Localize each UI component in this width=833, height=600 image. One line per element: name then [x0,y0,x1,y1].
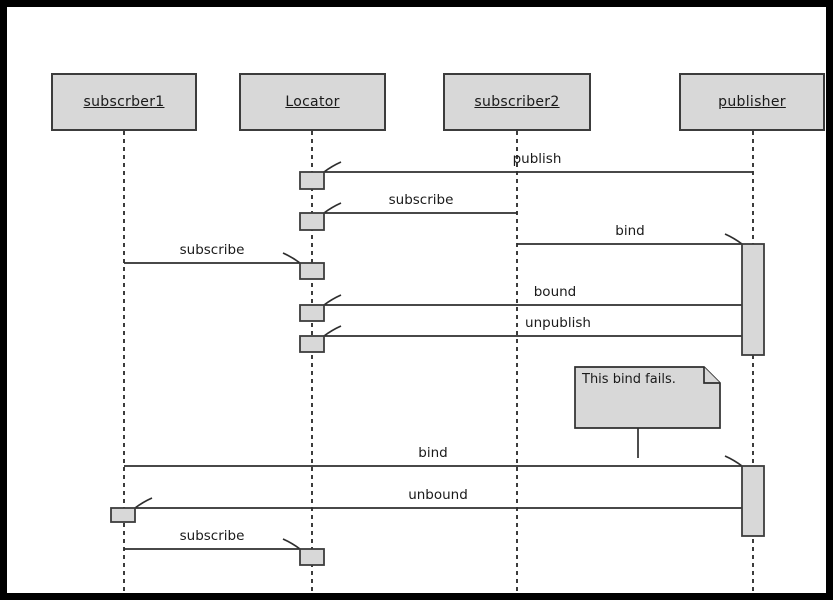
participant-subscrber1: subscrber1 [51,73,197,131]
participant-name: Locator [285,94,340,110]
participant-publisher: publisher [679,73,825,131]
message-label-unpublish: unpublish [525,315,591,331]
arrowhead-subscribe-s1-icon [282,252,301,264]
message-label-bound: bound [533,284,577,300]
arrowhead-bound-icon [323,294,342,306]
note-fold-icon [703,367,720,384]
activation-subscrber1 [110,507,136,523]
activation-locator-4 [299,304,325,322]
arrowhead-bind-s2-icon [724,233,743,245]
participant-name: publisher [718,94,786,110]
activation-locator-3 [299,262,325,280]
participant-name: subscrber1 [83,94,165,110]
activation-locator-2 [299,212,325,231]
arrowhead-subscribe-s2-icon [323,202,342,214]
message-label-bind-s2: bind [615,223,645,239]
message-label-publish: publish [512,151,562,167]
activation-locator-6 [299,548,325,566]
message-label-subscribe-s1-bottom: subscribe [179,528,245,544]
message-label-subscribe-s2: subscribe [388,192,454,208]
participant-subscriber2: subscriber2 [443,73,591,131]
activation-locator-1 [299,171,325,190]
message-label-unbound: unbound [408,487,468,503]
participant-name: subscriber2 [474,94,560,110]
arrowhead-subscribe-s1-bottom-icon [282,538,301,550]
participant-locator: Locator [239,73,386,131]
message-label-subscribe-s1: subscribe [179,242,245,258]
activation-publisher-1 [741,243,765,356]
message-label-bind-s1: bind [418,445,448,461]
arrowhead-publish-icon [323,161,342,173]
arrowhead-unbound-icon [134,497,153,509]
note-shape [574,366,721,429]
note-text: This bind fails. [582,372,676,387]
activation-publisher-2 [741,465,765,537]
arrowhead-unpublish-icon [323,325,342,337]
arrowhead-bind-s1-icon [724,455,743,467]
activation-locator-5 [299,335,325,353]
